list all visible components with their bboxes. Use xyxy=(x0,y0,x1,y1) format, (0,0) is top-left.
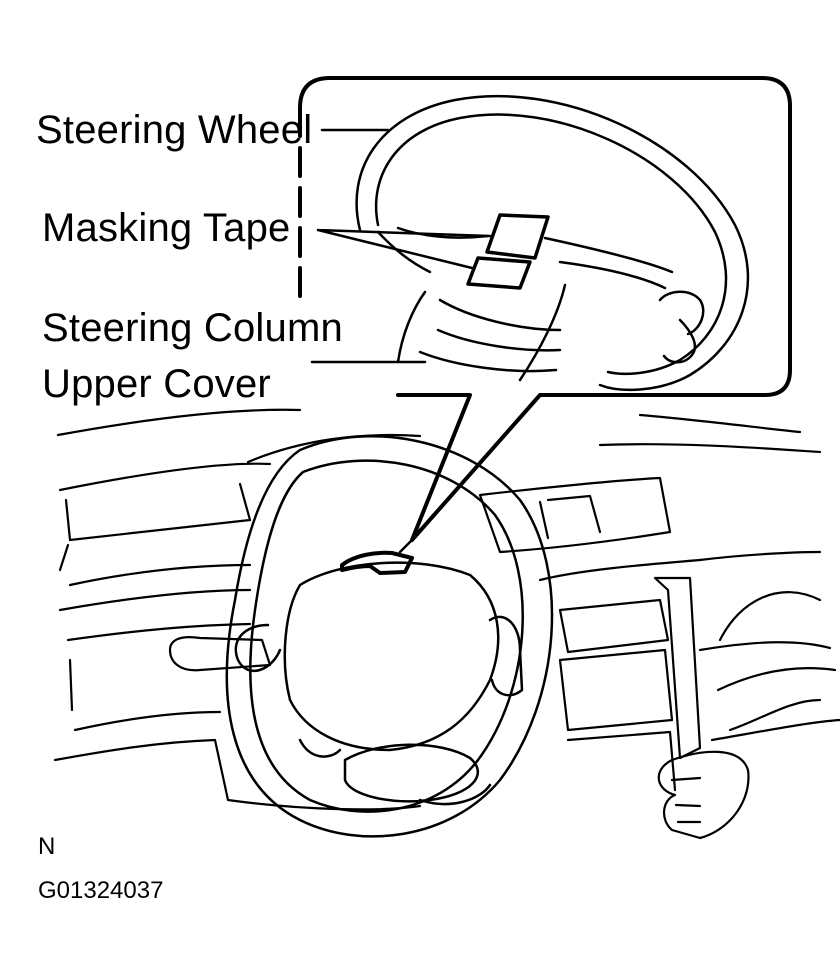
detail-wheel-inner xyxy=(374,113,728,376)
label-upper-cover: Upper Cover xyxy=(42,362,271,406)
cover-leader-shadow xyxy=(398,538,414,554)
wheel-hub xyxy=(283,561,500,752)
detail-wheel-outer xyxy=(355,95,750,392)
detail-hub xyxy=(396,283,705,382)
view-code: N xyxy=(38,833,56,860)
dashboard-scene xyxy=(53,408,840,840)
wheel-spokes xyxy=(234,615,524,806)
detail-callout xyxy=(298,76,792,542)
detail-tape-lower xyxy=(466,256,532,290)
leader-masking-tape xyxy=(316,228,492,270)
detail-spoke-left xyxy=(376,226,490,274)
steering-column xyxy=(168,636,272,672)
center-console xyxy=(478,476,702,792)
console-frame xyxy=(653,576,702,760)
detail-tape-upper xyxy=(485,213,550,260)
label-masking-tape: Masking Tape xyxy=(42,206,291,250)
right-panel-lines xyxy=(698,550,840,742)
detail-spoke-right xyxy=(543,236,674,290)
dash-top-edge xyxy=(56,408,822,492)
callout-frame xyxy=(298,76,792,542)
dash-left-vent xyxy=(58,482,252,732)
wheel-tape xyxy=(340,550,414,575)
wheel-rim-inner xyxy=(249,459,524,813)
label-steering-column: Steering Column xyxy=(42,306,343,350)
driver-arm xyxy=(718,591,822,732)
wheel-horn-pad xyxy=(343,743,479,803)
driver-hand xyxy=(657,750,750,840)
figure-id: G01324037 xyxy=(38,877,164,904)
label-steering-wheel: Steering Wheel xyxy=(36,108,313,152)
wheel-rim-outer xyxy=(225,435,554,838)
